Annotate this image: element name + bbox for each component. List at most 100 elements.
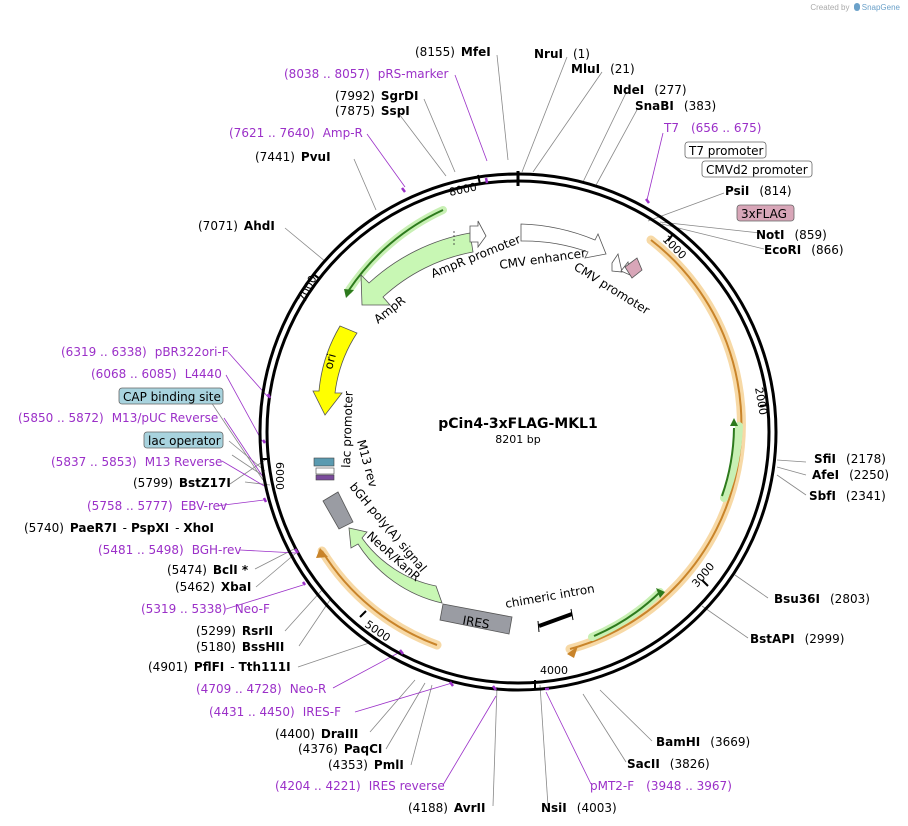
enzyme-bstapi: BstAPI(2999) bbox=[750, 632, 844, 646]
tick-label-8000: 8000 bbox=[448, 180, 478, 199]
mkl1-orf-arrowhead bbox=[567, 646, 578, 658]
cmv-enhancer-feature bbox=[520, 223, 607, 259]
enzyme-nrui: NruI(1) bbox=[534, 47, 590, 61]
cmv-promoter-arrow bbox=[611, 252, 623, 273]
primer-neo-r: (4709 .. 4728)Neo-R bbox=[196, 682, 326, 696]
cmvd2-promoter-label: CMVd2 promoter bbox=[706, 163, 808, 177]
primer-m13-puc-reverse: (5850 .. 5872)M13/pUC Reverse bbox=[18, 411, 218, 425]
enzyme-pvui: (7441)PvuI bbox=[255, 150, 331, 164]
enzyme-mlui: MluI(21) bbox=[571, 62, 635, 76]
primer-neo-f: (5319 .. 5338)Neo-F bbox=[141, 602, 270, 616]
enzyme-ndei: NdeI(277) bbox=[613, 83, 687, 97]
backbone-outer-circle bbox=[258, 172, 778, 692]
enzyme-bamhi: BamHI(3669) bbox=[656, 735, 750, 749]
enzyme-snabi: SnaBI(383) bbox=[635, 99, 716, 113]
primer-labels: (8038 .. 8057)pRS-marker (7621 .. 7640)A… bbox=[18, 67, 761, 793]
credit-brand: SnapGene bbox=[861, 3, 900, 12]
lac-operator-box bbox=[143, 431, 224, 449]
enzyme-ahdi: (7071)AhdI bbox=[198, 219, 275, 233]
lac-operator-label: lac operator bbox=[148, 434, 221, 448]
green-orf-arrowhead-3 bbox=[344, 289, 354, 298]
enzyme-xhoi-group: (5740)PaeR7I-PspXI-XhoI bbox=[24, 521, 214, 535]
plasmid-name: pCin4-3xFLAG-MKL1 bbox=[438, 416, 597, 432]
green-orf-arrowhead-1 bbox=[730, 418, 738, 426]
enzyme-draiii: (4400)DraIII bbox=[275, 727, 358, 741]
tick-label-7000: 7000 bbox=[296, 273, 320, 304]
primer-leader-lines bbox=[215, 74, 664, 786]
3xflag-box bbox=[736, 204, 795, 222]
enzyme-bstz17i: (5799)BstZ17I bbox=[133, 476, 231, 490]
ampr-promoter-arrow bbox=[469, 220, 487, 249]
enzyme-sspi: (7875)SspI bbox=[335, 104, 410, 118]
m13-rev-mark bbox=[315, 474, 335, 481]
t7-promoter-label: T7 promoter bbox=[688, 144, 764, 158]
enzyme-bsu36i: Bsu36I(2803) bbox=[774, 592, 870, 606]
ori-feature bbox=[312, 325, 358, 416]
enzyme-noti: NotI(859) bbox=[756, 228, 827, 242]
lac-promoter-label: lac promoter bbox=[339, 391, 356, 468]
t7-promoter-box bbox=[684, 141, 767, 159]
boxed-labels: T7 promoter CMVd2 promoter 3xFLAG CAP bi… bbox=[118, 141, 813, 449]
enzyme-bcli: (5474)BclI * bbox=[167, 563, 249, 577]
cmvd2-promoter-box bbox=[701, 160, 813, 178]
primer-ires-reverse: (4204 .. 4221)IRES reverse bbox=[275, 779, 445, 793]
primer-l4440: (6068 .. 6085)L4440 bbox=[91, 367, 222, 381]
enzyme-nsii: NsiI(4003) bbox=[541, 801, 617, 815]
enzyme-sgrdi: (7992)SgrDI bbox=[335, 89, 418, 103]
green-orf-highlight-1 bbox=[720, 422, 743, 502]
primer-ires-f: (4431 .. 4450)IRES-F bbox=[209, 705, 341, 719]
primer-marks bbox=[261, 177, 650, 691]
chimeric-intron-bar bbox=[538, 612, 573, 628]
enzyme-sbfi: SbfI(2341) bbox=[809, 489, 886, 503]
enzyme-psii: PsiI(814) bbox=[725, 184, 792, 198]
enzyme-sacii: SacII(3826) bbox=[627, 757, 710, 771]
tick-label-4000: 4000 bbox=[540, 664, 568, 677]
scale-ticks bbox=[260, 174, 770, 690]
lac-promoter-mark bbox=[315, 467, 335, 475]
snapgene-credit: Created by SnapGene bbox=[810, 3, 900, 12]
neor-kanr-feature bbox=[348, 527, 443, 604]
credit-prefix: Created by bbox=[810, 3, 850, 12]
primer-amp-r: (7621 .. 7640)Amp-R bbox=[229, 126, 363, 140]
cap-binding-site-box bbox=[118, 387, 224, 405]
enzyme-pmli: (4353)PmlI bbox=[328, 758, 404, 772]
chimeric-intron-label: chimeric intron bbox=[504, 581, 596, 611]
primer-m13-reverse: (5837 .. 5853)M13 Reverse bbox=[51, 455, 222, 469]
orange-orf-arrowhead bbox=[316, 548, 328, 558]
enzyme-rsrii: (5299)RsrII bbox=[196, 624, 273, 638]
enzyme-bsshii: (5180)BssHII bbox=[196, 640, 284, 654]
enzyme-sfii: SfiI(2178) bbox=[814, 452, 886, 466]
enzyme-mfei: (8155)MfeI bbox=[415, 45, 491, 59]
green-orf-arc-3 bbox=[348, 209, 444, 291]
ires-label: IRES bbox=[461, 613, 490, 631]
tick-label-6000: 6000 bbox=[273, 462, 286, 490]
primer-pmt2-f: pMT2-F(3948 .. 3967) bbox=[590, 779, 732, 793]
ampr-feature bbox=[360, 232, 474, 306]
chimeric-intron-ends bbox=[537, 608, 574, 633]
primer-t7: T7(656 .. 675) bbox=[663, 121, 761, 135]
primer-pbr322ori-f: (6319 .. 6338)pBR322ori-F bbox=[61, 345, 229, 359]
enzyme-avrii: (4188)AvrII bbox=[408, 801, 485, 815]
green-orf-arc-1 bbox=[721, 427, 735, 497]
cap-binding-site-label: CAP binding site bbox=[123, 390, 221, 404]
3xflag-label: 3xFLAG bbox=[741, 207, 787, 221]
bgh-polya-feature bbox=[322, 491, 354, 530]
enzyme-paqci: (4376)PaqCI bbox=[298, 742, 382, 756]
green-orf-arrowhead-2 bbox=[656, 588, 665, 598]
primer-ebv-rev: (5758 .. 5777)EBV-rev bbox=[87, 499, 227, 513]
plasmid-length: 8201 bp bbox=[495, 433, 540, 446]
primer-prs-marker: (8038 .. 8057)pRS-marker bbox=[284, 67, 448, 81]
ori-label: ori bbox=[321, 352, 339, 371]
enzyme-labels: (8155)MfeI NruI(1) MluI(21) NdeI(277) Sn… bbox=[24, 45, 889, 815]
enzyme-ecori: EcoRI(866) bbox=[764, 243, 844, 257]
primer-bgh-rev: (5481 .. 5498)BGH-rev bbox=[98, 543, 242, 557]
lac-operator-mark bbox=[313, 457, 335, 467]
ires-feature bbox=[439, 603, 513, 635]
enzyme-afei: AfeI(2250) bbox=[812, 468, 889, 482]
enzyme-xbai: (5462)XbaI bbox=[175, 580, 251, 594]
snapgene-logo-icon bbox=[853, 3, 860, 11]
tick-label-2000: 2000 bbox=[752, 386, 770, 416]
orange-orf-arc-2 bbox=[321, 550, 438, 646]
enzyme-tth111i-group: (4901)PflFI-Tth111I bbox=[148, 660, 291, 674]
